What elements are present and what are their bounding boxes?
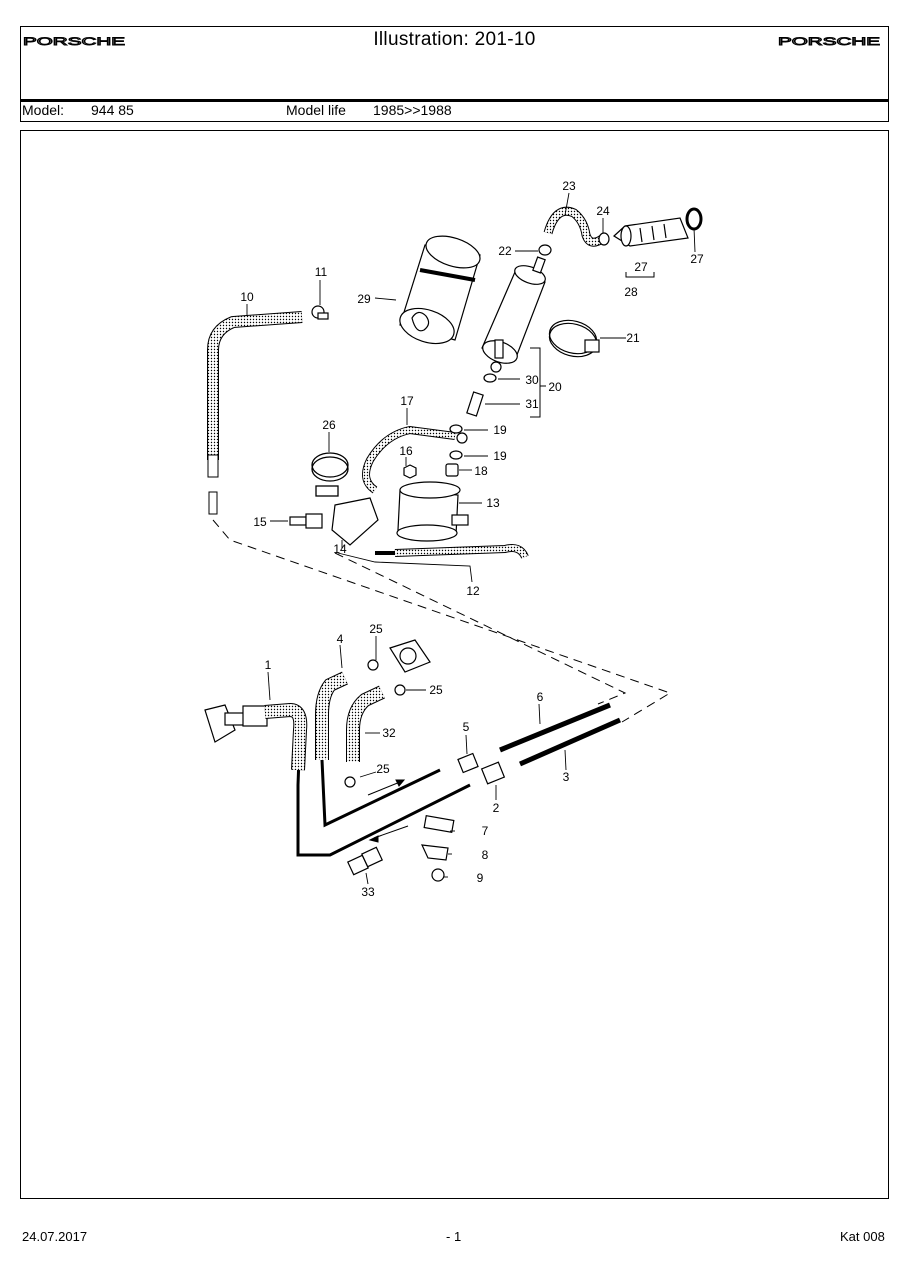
label-5: 5 — [463, 720, 470, 734]
page-title: Illustration: 201-10 — [373, 29, 536, 50]
group-brackets — [530, 272, 655, 418]
label-16: 16 — [399, 444, 413, 458]
part-3-line — [518, 717, 622, 767]
part-28-strainer — [613, 217, 689, 247]
label-20: 20 — [548, 380, 562, 394]
porsche-logo-right-icon: PORSCHE — [778, 36, 881, 46]
part-31-fitting — [466, 391, 484, 417]
label-7: 7 — [482, 824, 489, 838]
part-13-filter — [396, 481, 469, 542]
label-10: 10 — [240, 290, 254, 304]
label-14: 14 — [333, 542, 347, 556]
label-29: 29 — [357, 292, 371, 306]
footer-catalog: Kat 008 — [840, 1229, 885, 1244]
label-11: 11 — [315, 265, 328, 279]
brand-left-text: PORSCHE — [23, 36, 125, 46]
header: Illustration: 201-10 — [20, 26, 889, 101]
part-30-seal — [483, 373, 497, 383]
part-4-hose — [316, 672, 348, 760]
part-8-clip — [421, 844, 449, 861]
part-27-seal — [685, 207, 703, 231]
brand-right-text: PORSCHE — [778, 36, 880, 46]
footer-date: 24.07.2017 — [22, 1229, 88, 1244]
part-18-nut — [445, 463, 459, 477]
part-21-clamp — [548, 319, 600, 358]
label-3: 3 — [563, 770, 570, 784]
part-16-nut — [403, 464, 417, 479]
pressure-regulator-left — [204, 704, 268, 743]
label-33: 33 — [361, 885, 375, 899]
part-1-hose — [264, 703, 307, 771]
part-7-clip — [423, 814, 455, 834]
dashed-routing-lines — [212, 519, 672, 723]
label-18: 18 — [474, 464, 488, 478]
label-13: 13 — [486, 496, 500, 510]
part-14-bracket — [331, 497, 379, 546]
part-9-nut — [431, 868, 445, 882]
label-15: 15 — [253, 515, 267, 529]
label-26: 26 — [322, 418, 336, 432]
label-9: 9 — [477, 871, 484, 885]
label-25a: 25 — [369, 622, 383, 636]
label-25b: 25 — [429, 683, 443, 697]
label-24: 24 — [596, 204, 610, 218]
part-11-clamp — [311, 305, 329, 320]
label-2: 2 — [493, 801, 500, 815]
label-12: 12 — [466, 584, 480, 598]
label-22: 22 — [498, 244, 512, 258]
part-6-line — [499, 702, 611, 753]
part-10-hose — [208, 312, 303, 460]
label-8: 8 — [482, 848, 489, 862]
leader-lines — [246, 192, 696, 885]
label-6: 6 — [537, 690, 544, 704]
label-32: 32 — [382, 726, 396, 740]
model-life-value: 1985>>1988 — [373, 102, 452, 118]
label-19a: 19 — [493, 423, 507, 437]
part-15-valve — [289, 513, 323, 529]
label-21: 21 — [626, 331, 640, 345]
label-25c: 25 — [376, 762, 390, 776]
label-23: 23 — [562, 179, 576, 193]
part-12-line — [394, 545, 528, 559]
model-bar: Model: 944 85 Model life 1985>>1988 — [20, 102, 889, 122]
model-label: Model: — [22, 102, 65, 118]
part-24-clamp — [598, 232, 610, 246]
model-value: 944 85 — [91, 102, 134, 118]
porsche-logo-left-icon: PORSCHE — [23, 36, 126, 46]
label-28: 28 — [624, 285, 638, 299]
illustration-frame — [20, 130, 889, 1199]
part-25c-clamp — [344, 776, 356, 788]
part-29-canister — [399, 235, 481, 345]
part-22-clamp — [538, 244, 552, 256]
part-5-union — [457, 752, 479, 774]
part-33-fitting — [346, 846, 384, 876]
label-30: 30 — [525, 373, 539, 387]
header-rule — [20, 99, 889, 102]
part-25b-clamp — [394, 684, 406, 696]
label-4: 4 — [337, 632, 344, 646]
part-17-line — [363, 426, 456, 493]
part-20-fuel-pump — [481, 256, 546, 373]
footer-page-number: - 1 — [446, 1229, 462, 1244]
part-2-union — [480, 761, 506, 785]
pressure-regulator-right — [389, 639, 431, 673]
model-life-label: Model life — [286, 102, 346, 118]
label-27a: 27 — [634, 260, 648, 274]
label-19b: 19 — [493, 449, 507, 463]
part-labels: 23 24 22 27 27 28 11 10 29 21 30 20 31 1… — [240, 179, 704, 899]
part-19a-seal — [449, 424, 463, 434]
part-32-hose — [347, 686, 385, 762]
part-26-clamp — [311, 452, 349, 497]
part-25a-clamp — [367, 659, 379, 671]
label-1: 1 — [265, 658, 272, 672]
label-27b: 27 — [690, 252, 704, 266]
flow-arrows — [367, 779, 409, 843]
label-17: 17 — [400, 394, 414, 408]
label-31: 31 — [525, 397, 539, 411]
part-19b-seal — [449, 450, 463, 460]
